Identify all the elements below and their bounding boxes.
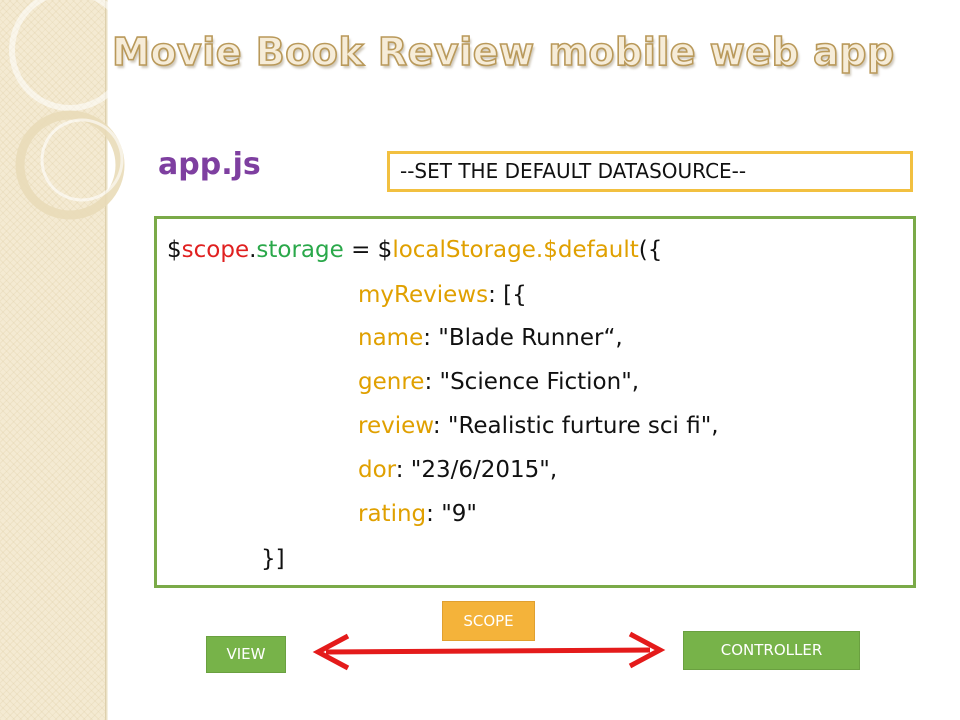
code-key-myreviews: myReviews (358, 282, 489, 308)
code-block: $scope.storage = $localStorage.$default(… (154, 216, 916, 588)
code-line-8: }] (261, 546, 285, 572)
arrow-head-left (312, 633, 350, 671)
code-token-scope: scope (181, 237, 250, 263)
code-token: = $ (343, 237, 393, 263)
double-arrow-icon (312, 631, 666, 671)
arrow-shaft (325, 647, 651, 655)
code-line-3: name: "Blade Runner“, (358, 323, 623, 353)
code-value: : "23/6/2015", (395, 457, 558, 483)
arrow-head-right (628, 631, 666, 669)
scope-label: SCOPE (442, 601, 535, 641)
view-label: VIEW (206, 636, 286, 673)
code-key-genre: genre (358, 369, 425, 395)
slide-title: Movie Book Review mobile web app (111, 29, 895, 75)
side-band-edge (105, 0, 108, 720)
decorative-rings (9, 0, 131, 220)
datasource-note-box: --SET THE DEFAULT DATASOURCE-- (387, 151, 913, 192)
code-key-name: name (358, 325, 424, 351)
code-line-1: $scope.storage = $localStorage.$default(… (167, 235, 662, 265)
code-key-rating: rating (358, 501, 427, 527)
code-value: : "Realistic furture sci fi", (432, 413, 719, 439)
file-name-heading: app.js (158, 147, 261, 182)
code-key-dor: dor (358, 457, 396, 483)
code-token: . (249, 237, 257, 263)
code-token-storage: storage (256, 237, 344, 263)
code-line-6: dor: "23/6/2015", (358, 455, 557, 485)
ring-top (9, 0, 131, 111)
code-line-7: rating: "9" (358, 499, 477, 529)
code-line-5: review: "Realistic furture sci fi", (358, 411, 719, 441)
code-value: : "Science Fiction", (424, 369, 640, 395)
code-token-default: $default (543, 237, 639, 263)
code-value: : [{ (488, 282, 527, 308)
ring-inner (40, 118, 124, 202)
code-token-localstorage: localStorage (392, 237, 536, 263)
ring-middle (15, 110, 125, 220)
code-line-4: genre: "Science Fiction", (358, 367, 639, 397)
code-line-2: myReviews: [{ (358, 280, 527, 310)
code-value: : "Blade Runner“, (423, 325, 623, 351)
code-token: $ (167, 237, 182, 263)
code-value: : "9" (426, 501, 477, 527)
code-token: ({ (638, 237, 663, 263)
code-token: . (535, 237, 544, 263)
controller-label: CONTROLLER (683, 631, 860, 670)
datasource-note-text: --SET THE DEFAULT DATASOURCE-- (400, 159, 747, 183)
code-key-review: review (358, 413, 433, 439)
